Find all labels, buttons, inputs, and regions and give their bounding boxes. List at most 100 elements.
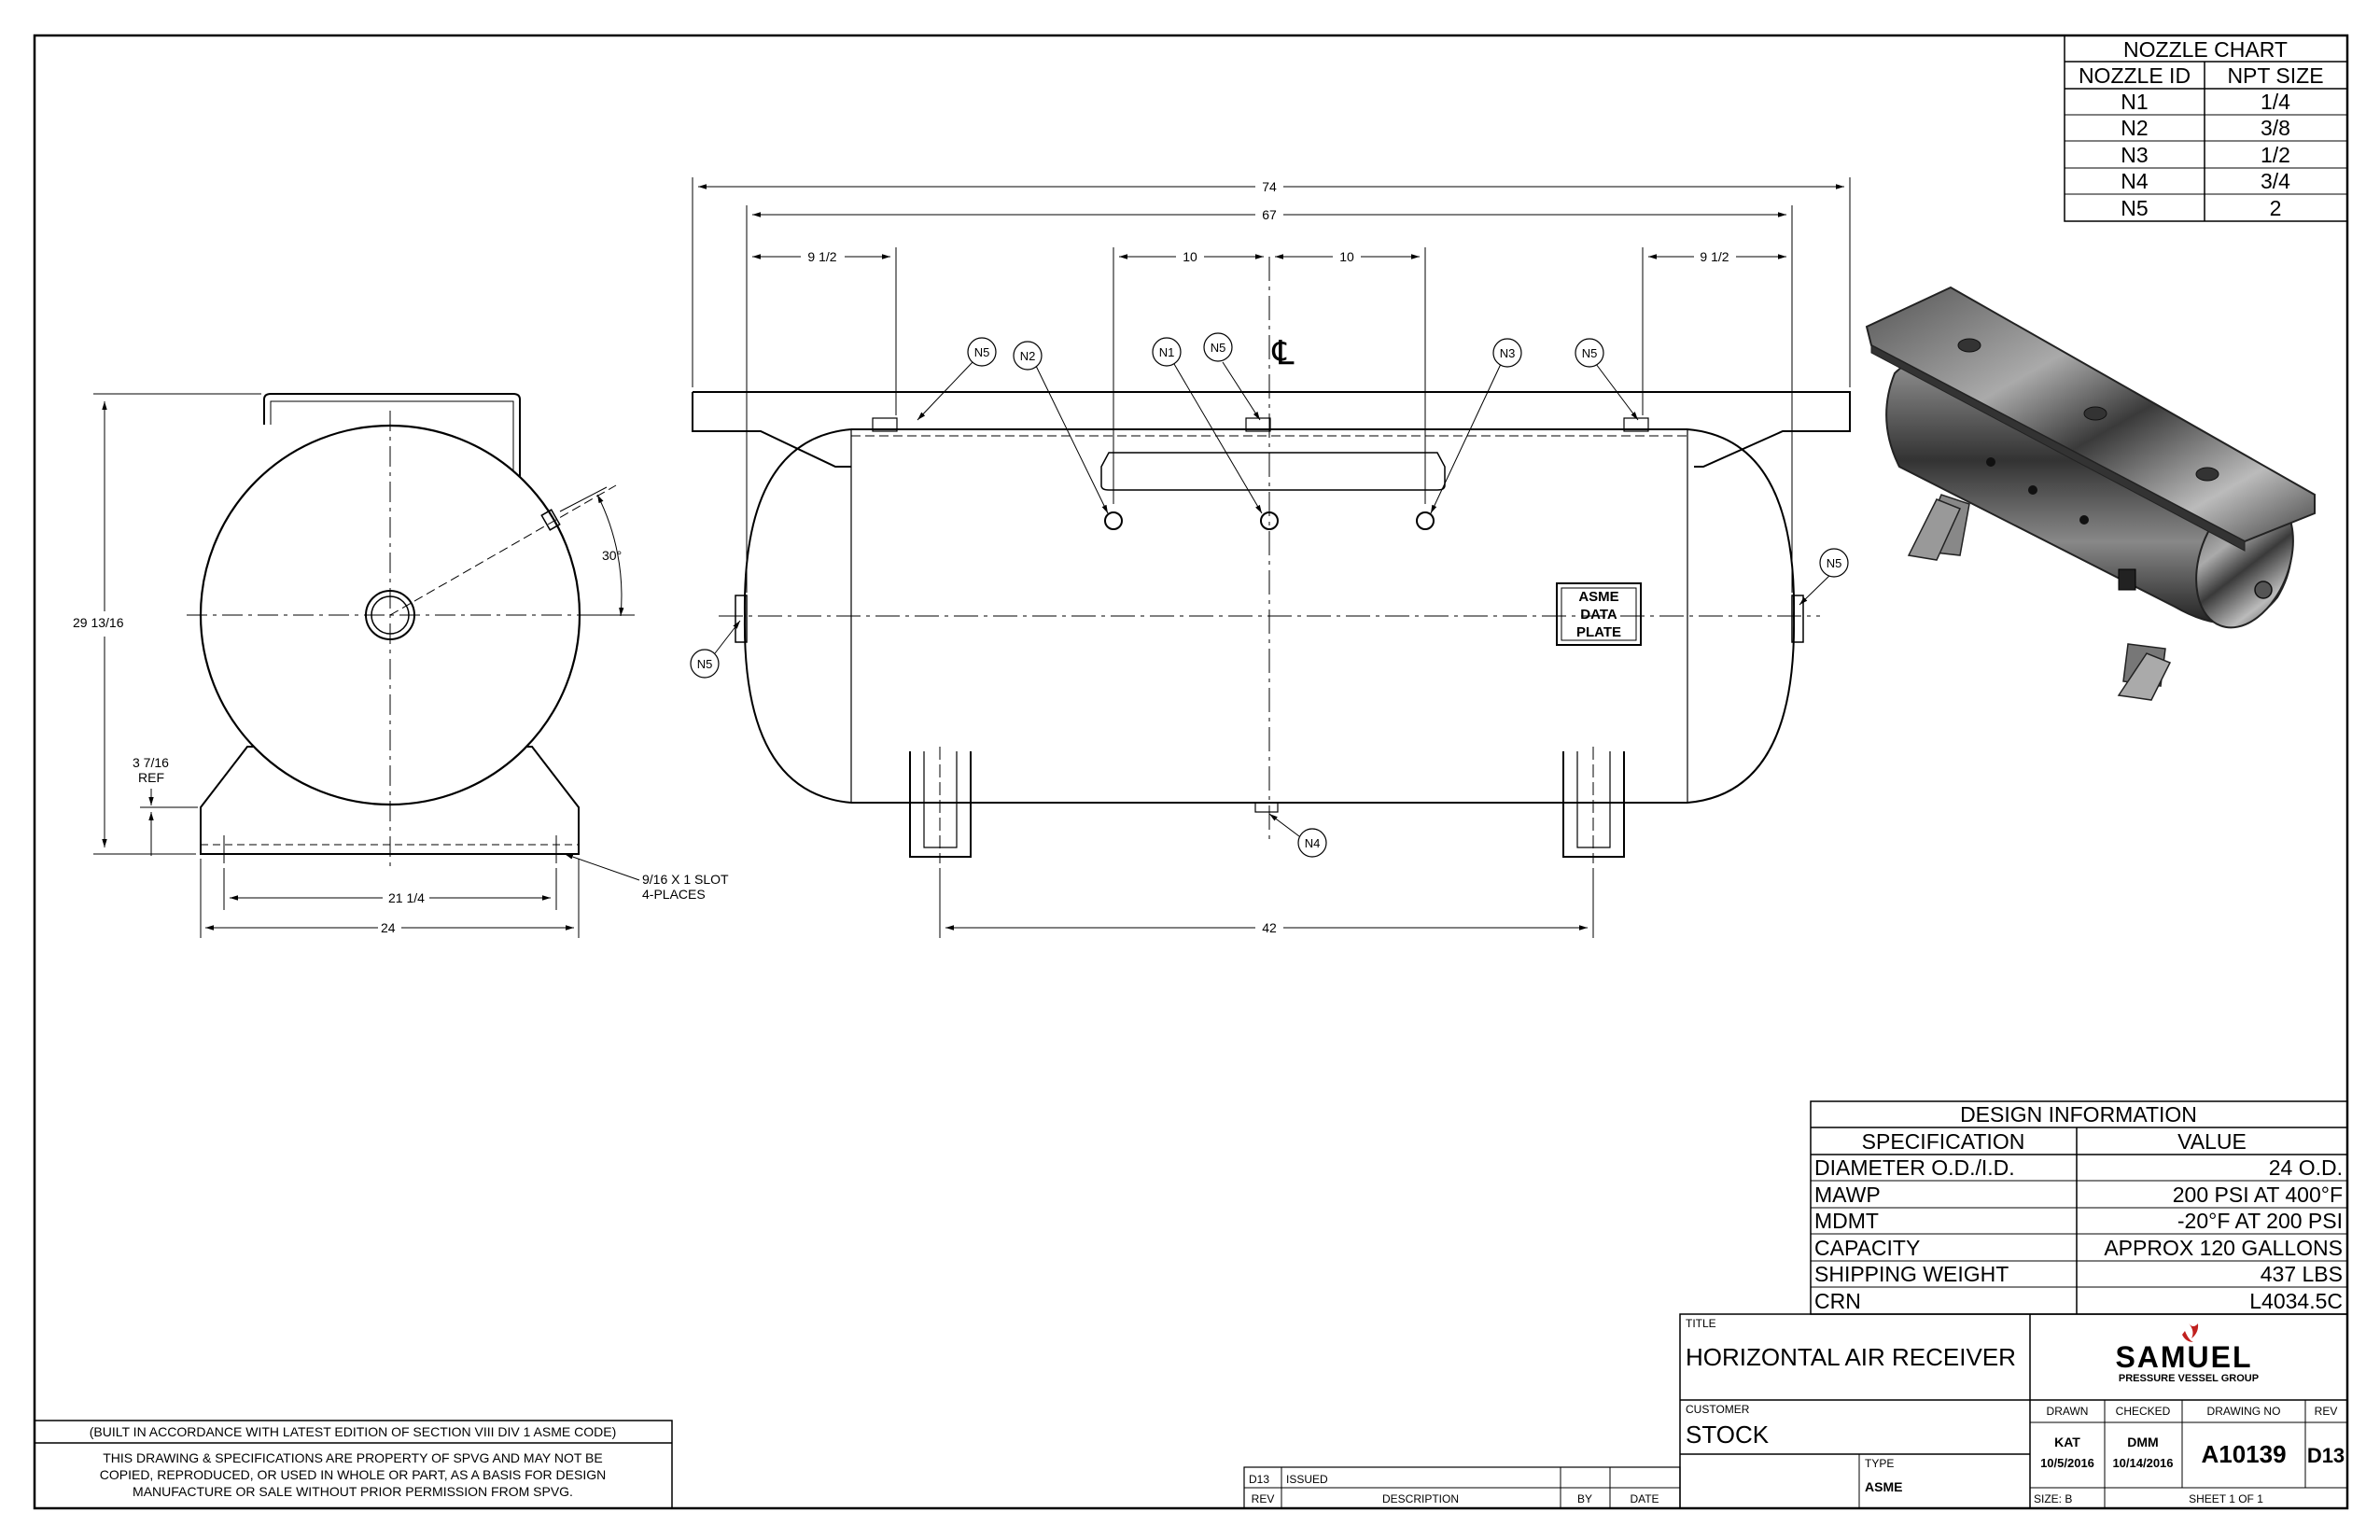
nozzle-row-size: 3/8: [2261, 116, 2290, 140]
design-value: APPROX 120 GALLONS: [2104, 1236, 2343, 1260]
design-spec: MDMT: [1814, 1209, 1879, 1233]
nozzle-chart-title: NOZZLE CHART: [2123, 37, 2288, 62]
nozzle-chart-header-id: NOZZLE ID: [2079, 63, 2191, 88]
design-spec: DIAMETER O.D./I.D.: [1814, 1155, 2015, 1180]
logo-subtext: PRESSURE VESSEL GROUP: [2119, 1373, 2259, 1384]
nozzle-bubbles: [690, 332, 1849, 858]
revision-header-description: DESCRIPTION: [1382, 1492, 1459, 1505]
leg-spacing-dimension: 42: [1262, 920, 1277, 935]
design-spec: MAWP: [1814, 1183, 1881, 1207]
base-width-dimension: 24: [381, 920, 396, 935]
height-dimension: 29 13/16: [73, 615, 124, 630]
nozzle-chart-header-size: NPT SIZE: [2227, 63, 2323, 88]
logo-wordmark: SAMUEL: [2115, 1340, 2252, 1374]
drawn-date: 10/5/2016: [2040, 1456, 2094, 1470]
drawn-by: KAT: [2054, 1435, 2080, 1449]
ref-label: REF: [138, 770, 164, 785]
customer-value: STOCK: [1686, 1421, 1770, 1449]
bubble-n3: N3: [1500, 346, 1516, 360]
nozzle-spacing-right: 10: [1339, 249, 1354, 264]
samuel-logo: SAMUEL PRESSURE VESSEL GROUP: [2115, 1323, 2259, 1384]
data-plate-line-3: PLATE: [1576, 624, 1621, 640]
design-info-header-value: VALUE: [2177, 1129, 2247, 1154]
bubble-n5: N5: [1582, 346, 1598, 360]
data-plate-line-1: ASME: [1578, 589, 1618, 605]
slot-note-1: 9/16 X 1 SLOT: [642, 872, 729, 887]
end-view-dimensions: [93, 393, 640, 938]
bubble-n5: N5: [697, 657, 713, 671]
nozzle-row-size: 2: [2270, 196, 2282, 220]
nozzle-row-size: 1/2: [2261, 143, 2290, 167]
type-value: ASME: [1865, 1479, 1902, 1494]
rev-value: D13: [2307, 1444, 2345, 1467]
side-view: [692, 257, 1851, 863]
head-length-dimension: 67: [1262, 207, 1277, 222]
slot-spacing-dimension: 21 1/4: [388, 890, 425, 905]
rev-label: REV: [2315, 1405, 2338, 1418]
centerline-symbol: ℄: [1271, 333, 1294, 371]
right-offset-dimension: 9 1/2: [1700, 249, 1729, 264]
revision-header-by: BY: [1577, 1492, 1592, 1505]
design-value: L4034.5C: [2249, 1289, 2343, 1313]
code-note: (BUILT IN ACCORDANCE WITH LATEST EDITION…: [90, 1424, 616, 1439]
nozzle-row-id: N2: [2121, 116, 2148, 140]
bubble-n5: N5: [1211, 341, 1226, 355]
nozzle-row-size: 3/4: [2261, 169, 2290, 193]
drawn-label: DRAWN: [2047, 1405, 2089, 1418]
revision-block: [1243, 1466, 1681, 1509]
data-plate-line-2: DATA: [1580, 607, 1617, 623]
design-spec: CRN: [1814, 1289, 1861, 1313]
checked-date: 10/14/2016: [2112, 1456, 2173, 1470]
property-note-line-2: COPIED, REPRODUCED, OR USED IN WHOLE OR …: [100, 1467, 606, 1482]
end-view: [187, 393, 635, 868]
type-label: TYPE: [1865, 1457, 1894, 1470]
design-value: 24 O.D.: [2269, 1155, 2343, 1180]
design-value: 200 PSI AT 400°F: [2173, 1183, 2343, 1207]
bubble-n5: N5: [1827, 556, 1842, 570]
nozzle-spacing-left: 10: [1183, 249, 1197, 264]
title-label: TITLE: [1686, 1317, 1716, 1330]
nozzle-row-id: N5: [2121, 196, 2148, 220]
design-value: 437 LBS: [2261, 1262, 2343, 1286]
left-offset-dimension: 9 1/2: [807, 249, 836, 264]
sheet-value: SHEET 1 OF 1: [2189, 1492, 2263, 1505]
nozzle-row-id: N3: [2121, 143, 2148, 167]
notes-block: [34, 1420, 673, 1509]
drawing-border: [33, 34, 2349, 1510]
bubble-n2: N2: [1020, 349, 1036, 363]
checked-label: CHECKED: [2116, 1405, 2171, 1418]
size-value: SIZE: B: [2034, 1492, 2072, 1505]
bubble-n1: N1: [1159, 345, 1175, 359]
nozzle-row-size: 1/4: [2261, 90, 2290, 114]
nozzle-row-id: N4: [2121, 169, 2149, 193]
ref-height-dimension: 3 7/16: [133, 755, 169, 770]
customer-label: CUSTOMER: [1686, 1403, 1750, 1416]
design-value: -20°F AT 200 PSI: [2177, 1209, 2343, 1233]
drawing-title: HORIZONTAL AIR RECEIVER: [1686, 1343, 2016, 1371]
drawing-no-label: DRAWING NO: [2207, 1405, 2281, 1418]
angle-dimension: 30°: [602, 548, 622, 563]
checked-by: DMM: [2127, 1435, 2158, 1449]
property-note-line-3: MANUFACTURE OR SALE WITHOUT PRIOR PERMIS…: [133, 1484, 573, 1499]
nozzle-leaders: [714, 361, 1832, 837]
design-spec: SHIPPING WEIGHT: [1814, 1262, 2009, 1286]
overall-length-dimension: 74: [1262, 179, 1277, 194]
design-spec: CAPACITY: [1814, 1236, 1920, 1260]
isometric-render: [1865, 286, 2316, 701]
revision-header-rev: REV: [1252, 1492, 1275, 1505]
title-block: [1679, 1313, 2348, 1509]
revision-description: ISSUED: [1286, 1473, 1328, 1486]
revision-header-date: DATE: [1630, 1492, 1659, 1505]
design-info-header-spec: SPECIFICATION: [1862, 1129, 2025, 1154]
slot-note-2: 4-PLACES: [642, 887, 706, 902]
revision-rev: D13: [1249, 1473, 1269, 1486]
drawing-number: A10139: [2201, 1440, 2286, 1468]
bubble-n5: N5: [974, 345, 990, 359]
bubble-n4: N4: [1305, 836, 1321, 850]
nozzle-row-id: N1: [2121, 90, 2148, 114]
property-note-line-1: THIS DRAWING & SPECIFICATIONS ARE PROPER…: [103, 1450, 602, 1465]
design-info-title: DESIGN INFORMATION: [1960, 1102, 2197, 1127]
design-info-table: [1810, 1100, 2348, 1315]
nozzle-chart: NOZZLE CHART NOZZLE ID NPT SIZE N1 1/4 N…: [2064, 35, 2348, 222]
